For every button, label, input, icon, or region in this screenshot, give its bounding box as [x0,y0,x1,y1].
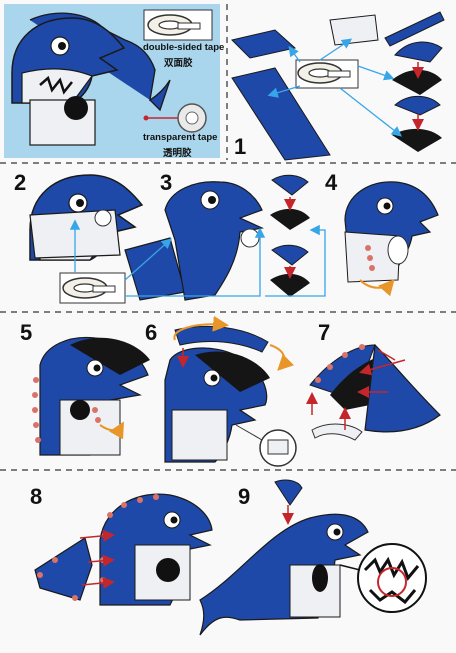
step-7-illustration [306,343,441,441]
step-2-illustration [29,174,143,261]
step-number-1: 1 [234,134,247,159]
step-number-2: 2 [14,170,27,195]
step-8-illustration [34,493,213,606]
double-sided-tape-label-zh: 双面胶 [164,58,193,69]
double-sided-tape-icon [143,9,213,41]
step-number-4: 4 [325,170,338,195]
transparent-tape-label-zh: 透明胶 [163,148,192,159]
step-number-3: 3 [160,170,173,195]
step-9-illustration [199,479,427,636]
transparent-tape-label-en: transparent tape [143,132,218,143]
step-6-illustration [164,315,297,467]
step-4-illustration [344,181,439,297]
step-3-illustration [124,181,264,301]
step-number-6: 6 [145,320,158,345]
magnifier-detail-icon [357,543,427,613]
step-number-7: 7 [318,320,331,345]
row2-tape-box [59,219,326,304]
step-1-illustration [231,11,445,161]
step-3-teeth-parts [270,174,310,297]
step-number-8: 8 [30,484,43,509]
transparent-tape-icon [143,103,207,133]
step-number-5: 5 [20,320,33,345]
legend-shark-icon [11,12,171,146]
step-number-9: 9 [238,484,251,509]
step-5-illustration [32,336,150,456]
double-sided-tape-label-en: double-sided tape [143,42,225,53]
